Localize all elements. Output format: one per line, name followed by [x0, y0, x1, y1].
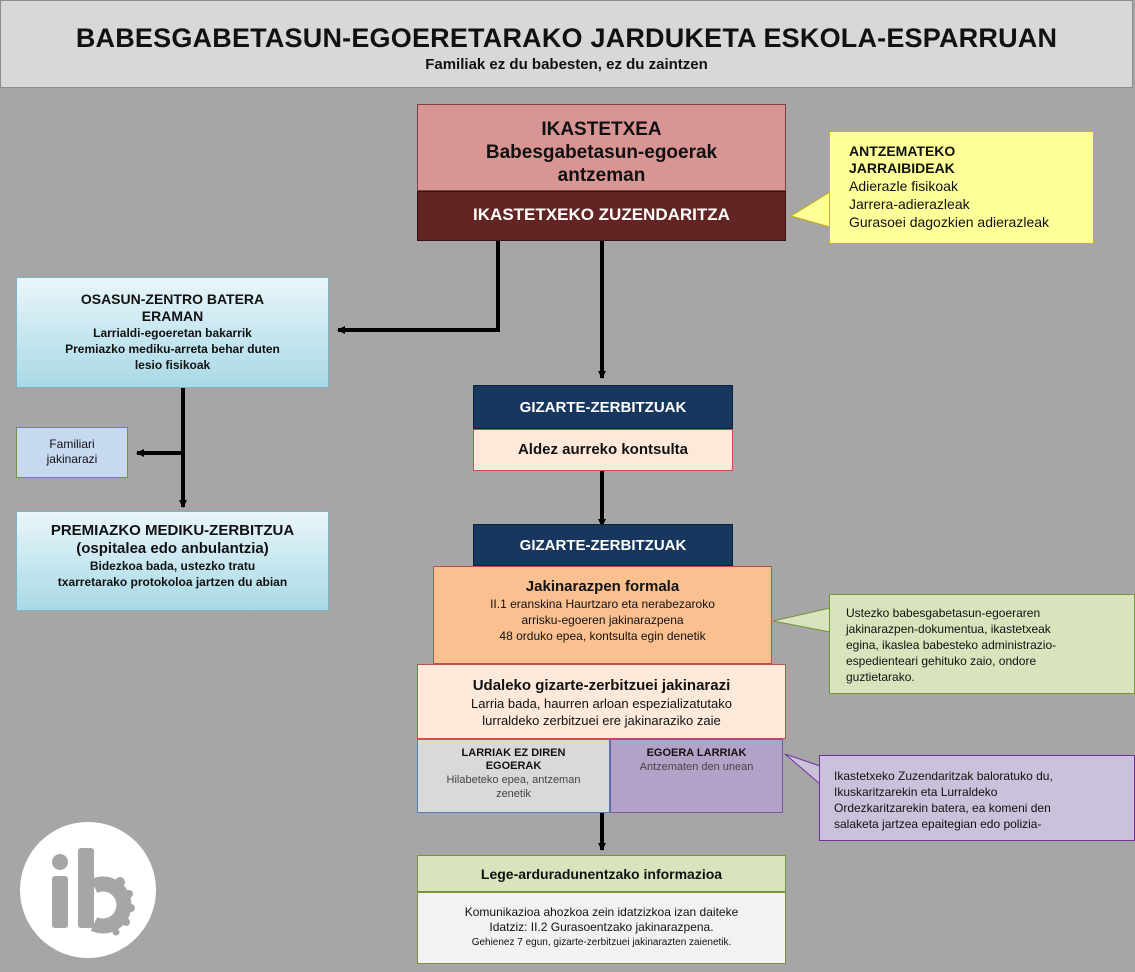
document-note-line: espedienteari gehituko zaio, ondore	[846, 654, 1037, 668]
non-serious-title-2: EGOERAK	[485, 760, 542, 772]
urgent-medical-subtitle: (ospitalea edo anbulantzia)	[76, 540, 269, 557]
document-note-line: guztietarako.	[846, 670, 915, 684]
family-notify-line: Familiari	[49, 437, 95, 451]
detection-note: ANTZEMATEKO JARRAIBIDEAK Adierazle fisik…	[829, 131, 1094, 244]
document-note-line: Ustezko babesgabetasun-egoeraren	[846, 606, 1041, 620]
urgent-medical-line: txarretarako protokoloa jartzen du abian	[57, 575, 288, 589]
health-center-line: lesio fisikoak	[134, 358, 211, 372]
management-label: IKASTETXEKO ZUZENDARITZA	[473, 205, 730, 224]
school-subtitle-2: antzeman	[557, 165, 646, 186]
detection-title: ANTZEMATEKO	[849, 143, 956, 159]
formal-notification-line: arrisku-egoeren jakinarazpena	[521, 613, 684, 627]
arrow-management-to-health	[337, 241, 500, 334]
detection-item: Gurasoei dagozkien adierazleak	[849, 214, 1050, 230]
urgent-medical-box: PREMIAZKO MEDIKU-ZERBITZUA (ospitalea ed…	[16, 511, 329, 611]
formal-notification-line: 48 orduko epea, kontsulta egin denetik	[499, 629, 706, 643]
health-center-line: Premiazko mediku-arreta behar duten	[65, 342, 280, 356]
non-serious-box: LARRIAK EZ DIREN EGOERAK Hilabeteko epea…	[417, 739, 610, 813]
serious-line: Antzematen den unean	[639, 761, 754, 773]
health-center-line: Larrialdi-egoeretan bakarrik	[93, 326, 252, 340]
complaint-note-line: Ikastetxeko Zuzendaritzak baloratuko du,	[834, 769, 1053, 783]
municipal-line: lurraldeko zerbitzuei ere jakinaraziko z…	[482, 713, 721, 728]
guardians-line: Gehienez 7 egun, gizarte-zerbitzuei jaki…	[471, 937, 732, 948]
social-services-label: GIZARTE-ZERBITZUAK	[519, 537, 687, 554]
social-services-label: GIZARTE-ZERBITZUAK	[519, 399, 687, 416]
school-box: IKASTETXEA Babesgabetasun-egoerak antzem…	[417, 104, 786, 191]
school-title: IKASTETXEA	[541, 119, 662, 140]
non-serious-line: zenetik	[496, 788, 531, 800]
complaint-note-line: salaketa jartzea epaitegian edo polizia-	[834, 817, 1042, 831]
complaint-note-line: Ikuskaritzarekin eta Lurraldeko	[834, 785, 998, 799]
management-box: IKASTETXEKO ZUZENDARITZA	[417, 191, 786, 241]
prior-consultation-label: Aldez aurreko kontsulta	[517, 441, 689, 458]
formal-notification-box: Jakinarazpen formala II.1 eranskina Haur…	[433, 566, 772, 664]
guardians-body: Komunikazioa ahozkoa zein idatzizkoa iza…	[417, 892, 786, 964]
prior-consultation-box: Aldez aurreko kontsulta	[473, 429, 733, 471]
guardians-title: Lege-arduradunentzako informazioa	[480, 866, 723, 882]
guardians-line: Komunikazioa ahozkoa zein idatzizkoa iza…	[464, 905, 739, 919]
guardians-line: Idatziz: II.2 Gurasoentzako jakinarazpen…	[489, 920, 714, 934]
family-notify-line: jakinarazi	[46, 452, 98, 466]
municipal-services-box: Udaleko gizarte-zerbitzuei jakinarazi La…	[417, 664, 786, 739]
complaint-note-line: Ordezkaritzarekin batera, ea komeni den	[834, 801, 1051, 815]
page-title: BABESGABETASUN-EGOERETARAKO JARDUKETA ES…	[75, 23, 1058, 53]
urgent-medical-title: PREMIAZKO MEDIKU-ZERBITZUA	[50, 522, 295, 539]
detection-title-2: JARRAIBIDEAK	[849, 160, 955, 176]
social-services-header-2: GIZARTE-ZERBITZUAK	[473, 524, 733, 566]
non-serious-line: Hilabeteko epea, antzeman	[446, 774, 581, 786]
document-note-line: egina, ikaslea babesteko administrazio-	[846, 638, 1057, 652]
document-note: Ustezko babesgabetasun-egoeraren jakinar…	[829, 594, 1135, 694]
school-subtitle: Babesgabetasun-egoerak	[485, 142, 718, 163]
municipal-title: Udaleko gizarte-zerbitzuei jakinarazi	[472, 677, 731, 694]
health-center-box: OSASUN-ZENTRO BATERA ERAMAN Larrialdi-eg…	[16, 277, 329, 388]
health-center-title: OSASUN-ZENTRO BATERA	[80, 291, 265, 307]
formal-notification-line: II.1 eranskina Haurtzaro eta nerabezarok…	[490, 597, 715, 611]
municipal-line: Larria bada, haurren arloan espezializat…	[471, 696, 732, 711]
family-notify-box: Familiari jakinarazi	[16, 427, 128, 478]
ib-logo	[20, 822, 156, 958]
health-center-title-2: ERAMAN	[141, 308, 204, 324]
guardians-header: Lege-arduradunentzako informazioa	[417, 855, 786, 892]
page-subtitle: Familiak ez du babesten, ez du zaintzen	[425, 56, 708, 73]
serious-box: EGOERA LARRIAK Antzematen den unean	[610, 739, 783, 813]
serious-title: EGOERA LARRIAK	[646, 747, 747, 759]
social-services-header-1: GIZARTE-ZERBITZUAK	[473, 385, 733, 429]
non-serious-title: LARRIAK EZ DIREN	[461, 747, 566, 759]
complaint-note: Ikastetxeko Zuzendaritzak baloratuko du,…	[819, 755, 1135, 841]
detection-item: Jarrera-adierazleak	[849, 196, 970, 212]
detection-item: Adierazle fisikoak	[849, 178, 958, 194]
formal-notification-title: Jakinarazpen formala	[525, 578, 680, 595]
urgent-medical-line: Bidezkoa bada, ustezko tratu	[89, 559, 256, 573]
document-note-line: jakinarazpen-dokumentua, ikastetxeak	[846, 622, 1051, 636]
page-header: BABESGABETASUN-EGOERETARAKO JARDUKETA ES…	[0, 0, 1133, 88]
